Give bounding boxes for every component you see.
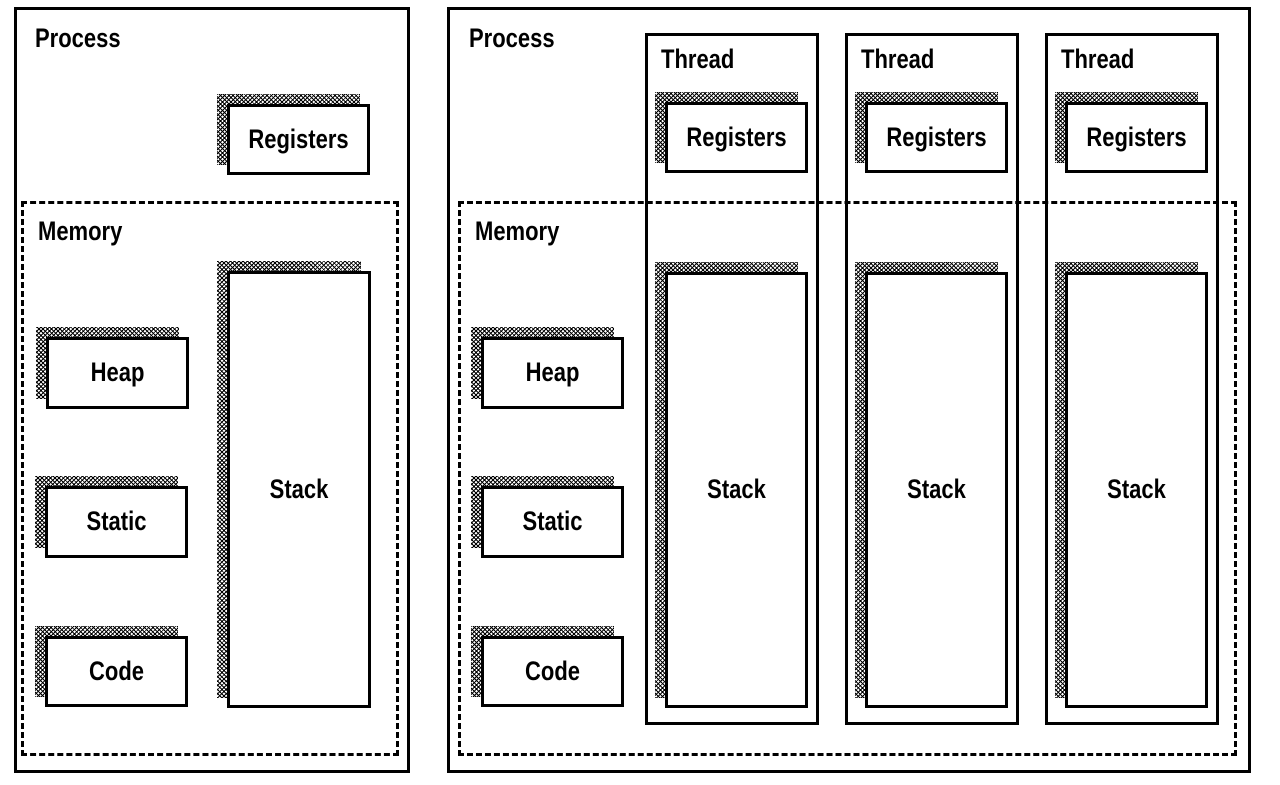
heap-label: Heap	[525, 356, 580, 388]
code-box-face: Code	[481, 636, 624, 707]
thread-stack-box: Stack	[1055, 262, 1208, 708]
thread-box-1: Thread Registers Stack	[645, 33, 819, 725]
heap-box: Heap	[471, 327, 624, 409]
memory-title: Memory	[38, 215, 123, 247]
registers-box-face: Registers	[227, 104, 370, 175]
thread-registers-face: Registers	[1065, 102, 1208, 173]
process-title-text: Process	[469, 22, 555, 54]
static-box: Static	[471, 476, 624, 558]
thread-registers-box: Registers	[655, 92, 808, 173]
code-label: Code	[525, 655, 580, 686]
thread-stack-box: Stack	[855, 262, 1008, 708]
registers-label: Registers	[886, 121, 987, 152]
process-title: Process	[469, 22, 555, 54]
thread-title-text: Thread	[661, 43, 735, 75]
thread-stack-face: Stack	[1065, 272, 1208, 708]
stack-label: Stack	[907, 473, 966, 505]
heap-label: Heap	[90, 356, 145, 388]
thread-title: Thread	[861, 43, 935, 75]
code-box: Code	[35, 626, 188, 707]
thread-title-text: Thread	[1061, 43, 1135, 75]
stack-box-face: Stack	[227, 271, 371, 708]
thread-registers-box: Registers	[1055, 92, 1208, 173]
thread-registers-face: Registers	[865, 102, 1008, 173]
multi-thread-process-panel: Process Memory Heap Static	[447, 7, 1251, 773]
thread-stack-face: Stack	[665, 272, 808, 708]
stack-label: Stack	[707, 473, 766, 505]
memory-title-text: Memory	[38, 215, 123, 247]
code-box-face: Code	[45, 636, 188, 707]
static-box-face: Static	[481, 486, 624, 558]
thread-title: Thread	[1061, 43, 1135, 75]
static-label: Static	[522, 505, 583, 537]
registers-label: Registers	[1086, 121, 1187, 152]
static-box: Static	[35, 476, 188, 558]
registers-label: Registers	[248, 123, 349, 154]
heap-box: Heap	[36, 327, 189, 409]
thread-box-2: Thread Registers Stack	[845, 33, 1019, 725]
thread-stack-box: Stack	[655, 262, 808, 708]
memory-title-text: Memory	[475, 215, 560, 247]
thread-title-text: Thread	[861, 43, 935, 75]
process-title: Process	[35, 22, 121, 54]
stack-label: Stack	[269, 473, 329, 504]
process-title-text: Process	[35, 22, 121, 54]
thread-box-3: Thread Registers Stack	[1045, 33, 1219, 725]
thread-registers-face: Registers	[665, 102, 808, 173]
stack-label: Stack	[1107, 473, 1166, 505]
static-label: Static	[86, 505, 147, 537]
thread-title: Thread	[661, 43, 735, 75]
code-label: Code	[89, 655, 144, 686]
thread-stack-face: Stack	[865, 272, 1008, 708]
stack-box: Stack	[217, 261, 371, 708]
code-box: Code	[471, 626, 624, 707]
heap-box-face: Heap	[481, 337, 624, 409]
memory-title: Memory	[475, 215, 560, 247]
heap-box-face: Heap	[46, 337, 189, 409]
registers-box: Registers	[217, 94, 370, 175]
registers-label: Registers	[686, 121, 787, 152]
static-box-face: Static	[45, 486, 188, 558]
thread-registers-box: Registers	[855, 92, 1008, 173]
memory-region: Memory Heap Static Code	[21, 201, 399, 756]
single-thread-process-panel: Process Registers Memory Heap	[14, 7, 410, 773]
